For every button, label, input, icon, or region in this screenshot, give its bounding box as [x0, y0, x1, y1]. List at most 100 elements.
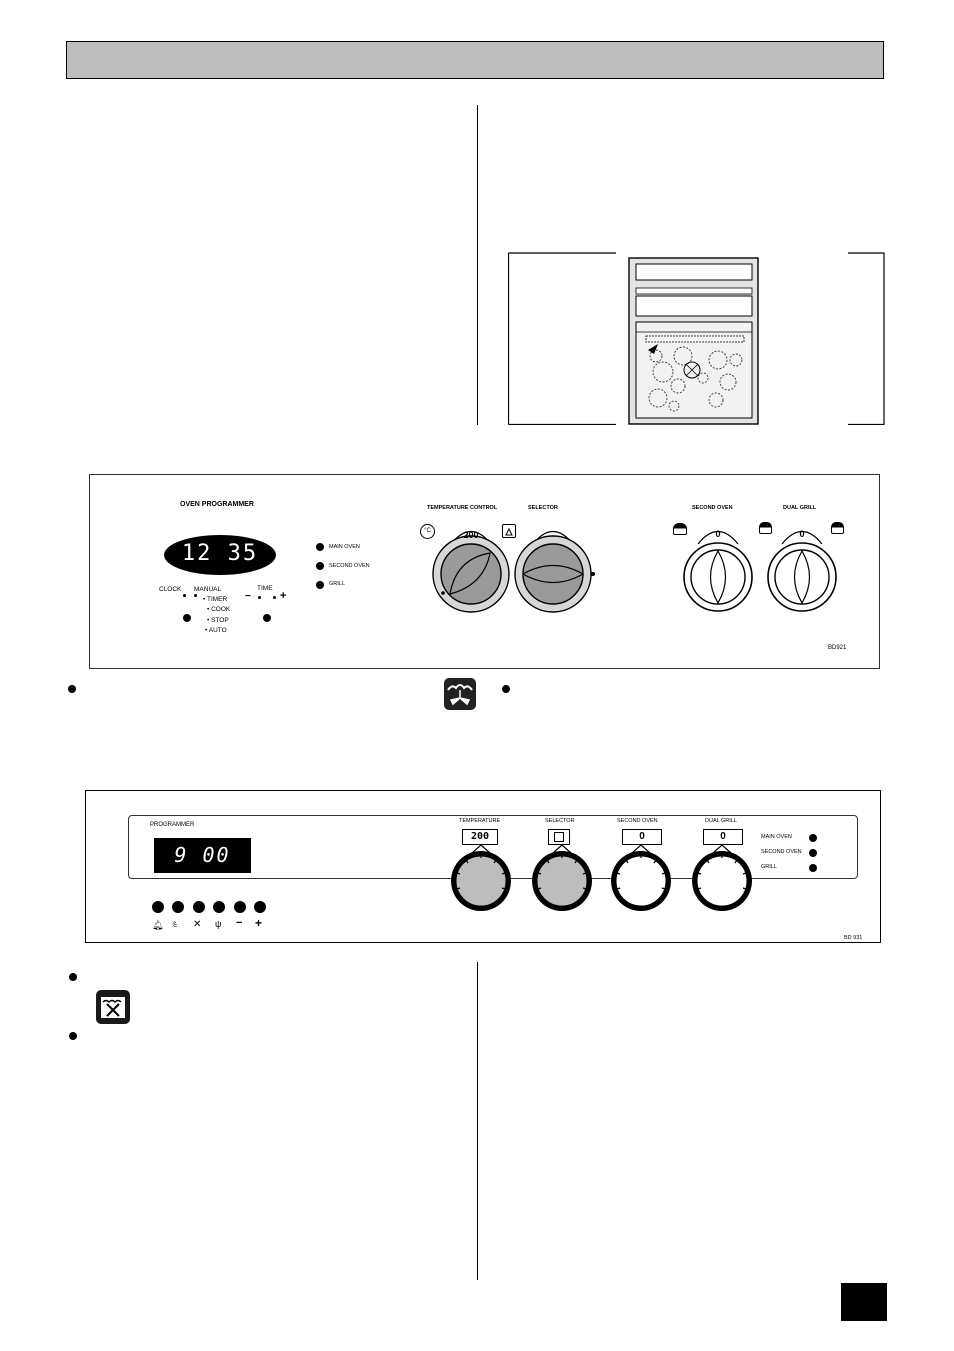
dual-grill-label-2: DUAL GRILL: [705, 818, 737, 824]
oven-illustration: [507, 252, 885, 426]
light-grill-label-2: GRILL: [761, 864, 777, 870]
programmer-display: 12 35: [164, 535, 276, 575]
mode-auto: • AUTO: [205, 627, 227, 634]
mode-stop-label: STOP: [211, 617, 229, 624]
temp-value-2: 200: [470, 831, 490, 842]
programmer-label: PROGRAMMER: [150, 822, 195, 828]
dual-grill-value-box: 0: [703, 829, 743, 845]
oven-clean-icon-drawing: [101, 997, 125, 1018]
grill-right-icon: [831, 522, 844, 534]
panel2-ref: BD 931: [844, 935, 863, 941]
mode-auto-label: AUTO: [208, 627, 227, 634]
bullet-4: [69, 1032, 77, 1040]
fan-oven-icon-drawing: [447, 684, 473, 706]
end-time-icon: ✕: [193, 919, 202, 930]
oven-illustration-drawing: [507, 252, 885, 426]
celsius-icon: °C: [420, 524, 435, 539]
mode-cook: • COOK: [207, 606, 231, 613]
time-minus-label: −: [245, 591, 251, 602]
mode-timer: • TIMER: [203, 596, 228, 603]
time-dot-1: [258, 596, 261, 599]
light-second-oven-2: [809, 849, 817, 857]
alarm-button[interactable]: [152, 901, 164, 913]
dual-grill-label: DUAL GRILL: [783, 505, 817, 511]
programmer-display-2: 9 00: [154, 838, 251, 873]
second-oven-label: SECOND OVEN: [692, 505, 733, 511]
dual-grill-value-2: 0: [720, 831, 726, 842]
light-grill: [316, 581, 324, 589]
selector-knob[interactable]: [508, 519, 598, 615]
temperature-knob-value: 200: [463, 530, 479, 540]
mode-stop: • STOP: [207, 617, 229, 624]
light-second-oven: [316, 562, 324, 570]
temperature-knob[interactable]: [426, 519, 516, 615]
manual-hand-icon: ψ: [215, 919, 222, 929]
panel1-ref: BD921: [828, 645, 847, 651]
selector-icon-2: [554, 832, 564, 842]
light-main-oven-label: MAIN OVEN: [329, 544, 360, 550]
selector-fan-icon-drawing: [505, 527, 513, 536]
programmer-title: OVEN PROGRAMMER: [180, 501, 254, 508]
celsius-icon-label: °C: [424, 528, 431, 534]
oven-clean-icon: [96, 990, 130, 1024]
bullet-1: [68, 685, 76, 693]
time-plus-label: +: [280, 590, 287, 602]
temperature-label-2: TEMPERATURE: [459, 818, 501, 824]
grill-left-icon: [759, 522, 772, 534]
light-grill-label: GRILL: [329, 581, 345, 587]
light-second-oven-label: SECOND OVEN: [329, 563, 370, 569]
minus-label: −: [236, 917, 243, 929]
selector-knob-2[interactable]: [529, 843, 595, 913]
selector-label-2: SELECTOR: [545, 818, 575, 824]
mode-timer-label: TIMER: [206, 596, 228, 603]
clock-dot-2: [194, 594, 197, 597]
second-oven-value-2: 0: [639, 831, 645, 842]
bullet-3: [69, 973, 77, 981]
column-divider-top: [477, 105, 478, 425]
time-button[interactable]: [263, 614, 271, 622]
light-second-oven-label-2: SECOND OVEN: [761, 849, 802, 855]
cook-time-icon: ⩯: [172, 920, 178, 930]
clock-dot-1: [183, 594, 186, 597]
selector-icon-box: [548, 829, 570, 845]
mode-cook-label: COOK: [211, 606, 231, 613]
plus-button[interactable]: [254, 901, 266, 913]
light-main-oven: [316, 543, 324, 551]
temp-control-label: TEMPERATURE CONTROL: [427, 505, 498, 511]
end-time-button[interactable]: [193, 901, 205, 913]
bullet-2: [502, 685, 510, 693]
dual-grill-knob-2[interactable]: [689, 843, 755, 913]
minus-button[interactable]: [234, 901, 246, 913]
header-bar: [66, 41, 884, 79]
dual-grill-knob-value: 0: [799, 529, 805, 539]
display-time-2: 9 00: [174, 843, 231, 867]
second-oven-knob[interactable]: [673, 519, 763, 615]
plus-label: +: [255, 916, 263, 930]
dual-grill-knob[interactable]: [757, 519, 847, 615]
second-oven-knob-2[interactable]: [608, 843, 674, 913]
time-dot-2: [273, 596, 276, 599]
control-panel-1: OVEN PROGRAMMER 12 35 CLOCK MANUAL TIME …: [89, 474, 880, 669]
second-oven-label-2: SECOND OVEN: [617, 818, 658, 824]
selector-fan-icon: [502, 524, 516, 538]
bell-icon: 🔔︎: [152, 920, 164, 930]
temperature-knob-2[interactable]: [448, 843, 514, 913]
selector-label: SELECTOR: [528, 505, 558, 511]
light-main-oven-label-2: MAIN OVEN: [761, 834, 792, 840]
second-oven-value-box: 0: [622, 829, 662, 845]
cook-time-button[interactable]: [172, 901, 184, 913]
light-grill-2: [809, 864, 817, 872]
second-oven-knob-value: 0: [715, 529, 721, 539]
second-oven-icon: [673, 523, 687, 535]
time-label: TIME: [257, 585, 273, 592]
temp-value-box: 200: [462, 829, 498, 845]
clock-label: CLOCK: [159, 586, 182, 593]
control-panel-2: PROGRAMMER 9 00 🔔︎ ⩯ ✕ ψ − + TEMPERATURE…: [85, 790, 881, 943]
display-time: 12 35: [181, 541, 259, 566]
page-number-box: [841, 1283, 887, 1321]
fan-oven-icon: [444, 678, 476, 710]
light-main-oven-2: [809, 834, 817, 842]
clock-button[interactable]: [183, 614, 191, 622]
manual-label: MANUAL: [194, 586, 222, 593]
manual-button[interactable]: [213, 901, 225, 913]
